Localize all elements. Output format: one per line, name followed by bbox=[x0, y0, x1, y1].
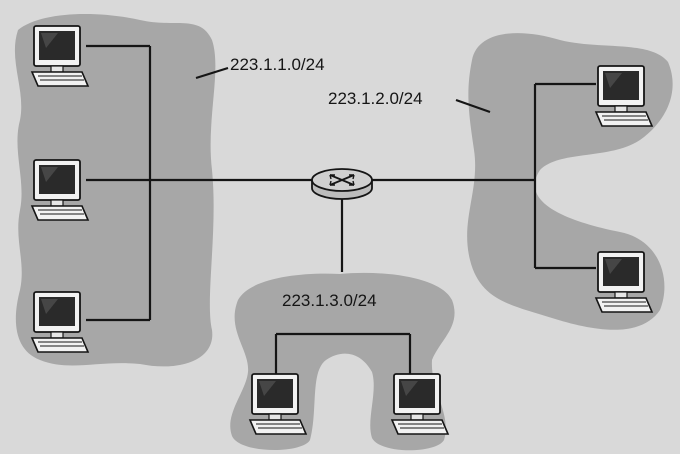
subnet-1-host-1-computer-icon bbox=[31, 25, 89, 87]
subnet-1-label: 223.1.1.0/24 bbox=[230, 55, 325, 74]
subnet-3-host-1-computer-icon bbox=[249, 373, 307, 435]
router-icon bbox=[311, 168, 373, 200]
subnet-2-label-leader bbox=[455, 98, 491, 114]
subnet-1-host-2-computer-icon bbox=[31, 159, 89, 221]
subnet-1-host-3-computer-icon bbox=[31, 291, 89, 353]
subnet-2-host-2-computer-icon bbox=[595, 251, 653, 313]
subnet-1-region bbox=[14, 14, 216, 367]
subnet-3-host-2-computer-icon bbox=[391, 373, 449, 435]
subnet-2-label: 223.1.2.0/24 bbox=[328, 89, 423, 108]
subnet-1-label-leader bbox=[195, 66, 229, 80]
subnet-3-label: 223.1.3.0/24 bbox=[282, 291, 377, 310]
subnet-2-host-1-computer-icon bbox=[595, 65, 653, 127]
